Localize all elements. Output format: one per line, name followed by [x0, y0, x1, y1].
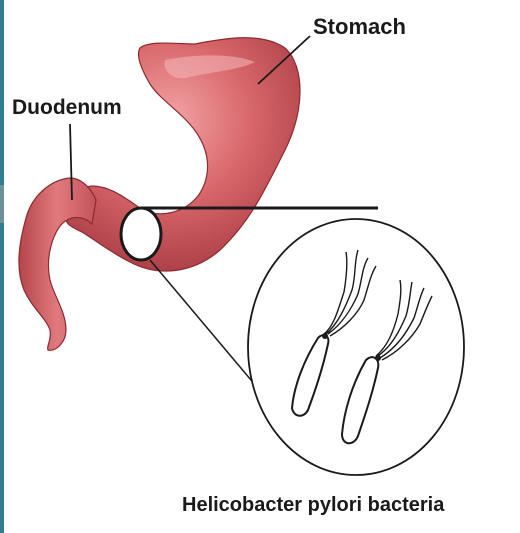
duodenum-label: Duodenum [12, 96, 122, 119]
left-edge-bar [0, 0, 4, 533]
caption-label: Helicobacter pylori bacteria [182, 494, 445, 516]
stomach-label: Stomach [313, 14, 406, 39]
duodenum-shape [19, 178, 96, 350]
left-edge-notch [0, 185, 4, 223]
magnified-spot [121, 208, 161, 260]
